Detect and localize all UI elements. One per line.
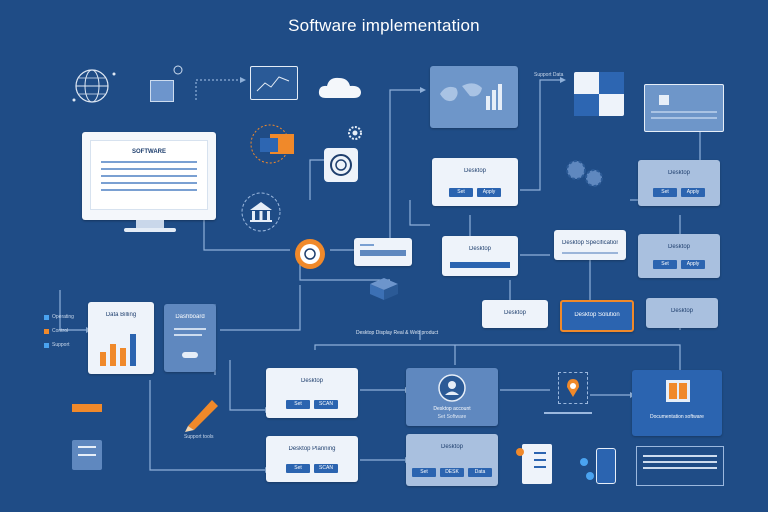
card-title: Desktop	[468, 246, 491, 252]
support-data-note: Support Data	[534, 72, 564, 78]
center-strip-caption: Desktop Display Real & Web product	[356, 330, 439, 336]
status-dot-icon	[44, 328, 49, 334]
desktop-center-label-card[interactable]: Desktop	[482, 300, 548, 328]
location-pin-icon	[567, 379, 579, 397]
card-title: Desktop Solution	[574, 312, 620, 318]
card-title: Dashboard	[175, 314, 205, 320]
desktop-account-card[interactable]: Desktop account Set Software	[406, 368, 498, 426]
user-icon	[438, 374, 466, 402]
desktop-card-bottom-2[interactable]: Desktop Set DESK Data	[406, 434, 498, 486]
gears-icon	[566, 160, 603, 187]
set-button[interactable]: Set	[653, 188, 677, 197]
cloud-icon	[318, 77, 361, 98]
monitor-label: SOFTWARE	[132, 149, 166, 155]
set-button[interactable]: Set	[412, 468, 436, 477]
book-icon	[666, 380, 690, 402]
person-icon	[580, 458, 588, 466]
pencil-icon	[185, 400, 218, 432]
set-button[interactable]: Set	[653, 260, 677, 269]
status-dot-icon	[44, 314, 49, 320]
monitor-stand	[136, 220, 164, 228]
pin-caption-line	[544, 412, 592, 414]
apply-button[interactable]: Apply	[681, 260, 705, 269]
card-title: Desktop	[300, 378, 323, 384]
desk-button[interactable]: DESK	[440, 468, 464, 477]
data-billing-card[interactable]: Data Billing	[88, 302, 154, 374]
monitor-screen: SOFTWARE	[90, 140, 208, 210]
scan-button[interactable]: SCAN	[314, 464, 338, 473]
documentation-card[interactable]: Documentation software	[632, 370, 722, 436]
card-title: Desktop	[440, 444, 463, 450]
desktop-spec-card[interactable]: Desktop Specifications	[554, 230, 626, 260]
apply-button[interactable]: Apply	[477, 188, 501, 197]
orange-tag-icon	[72, 404, 102, 412]
split-panel-card	[574, 72, 624, 116]
bar-graphic-icon	[100, 334, 136, 366]
card-title: Desktop Planning	[288, 446, 336, 452]
orange-gear-icon	[295, 239, 325, 269]
left-status-list: Operating Control Support	[44, 314, 74, 348]
desktop-card-bottom-1[interactable]: Desktop Set SCAN	[266, 368, 358, 418]
card-title: Desktop	[667, 170, 690, 176]
status-label: Control	[52, 328, 69, 334]
card-subtitle: Set Software	[437, 414, 467, 420]
target-icon	[324, 148, 358, 182]
location-pin-card	[558, 372, 588, 404]
card-title: Desktop Specifications	[562, 240, 618, 246]
orange-document-icon	[250, 124, 294, 164]
scan-button[interactable]: SCAN	[314, 400, 338, 409]
card-title: Data Billing	[105, 312, 137, 318]
browser-window-card	[644, 84, 724, 132]
desktop-card-right-2[interactable]: Desktop Set Apply	[638, 234, 720, 278]
world-map-card	[430, 66, 518, 128]
card-title: Desktop account	[433, 406, 471, 412]
desktop-solution-card[interactable]: Desktop Solution	[560, 300, 634, 332]
small-strip-card	[354, 238, 412, 266]
documentation-detail-panel	[636, 446, 724, 486]
desktop-card-right-1[interactable]: Desktop Set Apply	[638, 160, 720, 206]
set-button[interactable]: Set	[449, 188, 473, 197]
pen-note: Support tools	[184, 434, 214, 440]
set-button[interactable]: Set	[286, 400, 310, 409]
card-title: Desktop	[503, 310, 526, 316]
gear-icon	[348, 126, 362, 140]
bank-icon	[241, 192, 281, 232]
card-title: Desktop	[667, 244, 690, 250]
desktop-card-top[interactable]: Desktop Set Apply	[432, 158, 518, 206]
box-icon	[370, 278, 398, 300]
desktop-card-right-3[interactable]: Desktop	[646, 298, 718, 328]
person-icon	[586, 472, 594, 480]
orange-dot-icon	[516, 448, 524, 456]
checklist-icon	[522, 444, 552, 484]
status-label: Operating	[52, 314, 74, 320]
hand-document-icon	[72, 440, 102, 470]
data-button[interactable]: Data	[468, 468, 492, 477]
set-button[interactable]: Set	[286, 464, 310, 473]
mini-screen-chart	[250, 66, 298, 100]
card-title: Desktop	[670, 308, 693, 314]
main-monitor: SOFTWARE	[82, 132, 216, 220]
card-title: Documentation software	[650, 414, 704, 420]
page-title: Software implementation	[288, 16, 480, 35]
document-icon	[150, 80, 174, 102]
phone-icon	[596, 448, 616, 484]
card-title: Desktop	[463, 168, 486, 174]
globe-network-icon	[72, 69, 116, 103]
dashboard-card[interactable]: Dashboard	[164, 304, 216, 372]
desktop-card-small[interactable]: Desktop	[442, 236, 518, 276]
status-label: Support	[52, 342, 70, 348]
status-dot-icon	[44, 342, 49, 348]
refresh-icon	[173, 65, 183, 75]
desktop-planning-card[interactable]: Desktop Planning Set SCAN	[266, 436, 358, 482]
apply-button[interactable]: Apply	[681, 188, 705, 197]
monitor-base	[124, 228, 176, 232]
